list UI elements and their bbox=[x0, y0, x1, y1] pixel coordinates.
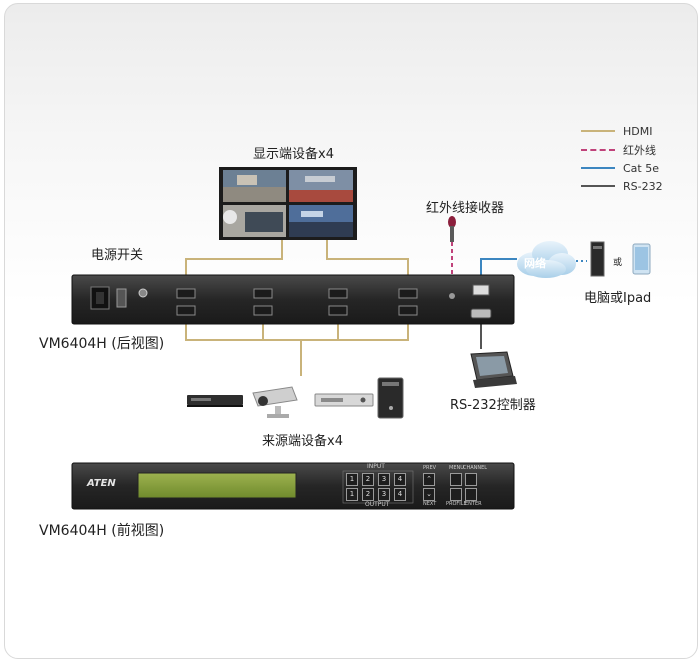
ipad-device bbox=[632, 243, 651, 275]
hdmi-input-lines bbox=[185, 320, 409, 376]
media-player bbox=[314, 393, 374, 407]
pc-source bbox=[377, 377, 404, 419]
channel-label: CHANNEL bbox=[463, 465, 488, 471]
menu-button[interactable] bbox=[450, 473, 462, 486]
connection-diagram bbox=[71, 167, 651, 510]
ir-receiver-device bbox=[448, 216, 456, 242]
legend-hdmi-label: HDMI bbox=[623, 124, 653, 138]
input-button-3[interactable]: 3 bbox=[378, 473, 390, 486]
dvd-player bbox=[187, 395, 243, 407]
ir-port bbox=[449, 293, 455, 299]
rs232-controller-device bbox=[470, 351, 517, 388]
output-button-4[interactable]: 4 bbox=[394, 488, 406, 501]
cat5e-cable-line bbox=[480, 258, 517, 277]
channel-button[interactable] bbox=[465, 473, 477, 486]
legend-cat5e-line bbox=[581, 167, 615, 169]
legend-item-cat5e: Cat 5e bbox=[581, 161, 659, 175]
enter-label: ENTER bbox=[465, 501, 482, 507]
next-button[interactable]: ⌄ bbox=[423, 488, 435, 501]
output-group-label: OUTPUT bbox=[365, 501, 390, 508]
display-devices-label: 显示端设备x4 bbox=[253, 147, 334, 162]
legend-rs232-line bbox=[581, 185, 615, 187]
profile-label: PROFILE bbox=[446, 501, 467, 507]
enter-button[interactable] bbox=[465, 488, 477, 501]
rear-panel bbox=[71, 274, 515, 325]
legend-item-ir: 红外线 bbox=[581, 143, 656, 157]
source-devices bbox=[187, 377, 404, 419]
legend-ir-line bbox=[581, 149, 615, 151]
pc-tower bbox=[590, 241, 605, 277]
profile-button[interactable] bbox=[450, 488, 462, 501]
network-cloud bbox=[517, 241, 576, 278]
diagram-page: HDMI 红外线 Cat 5e RS-232 显示端设备x4 红外线接收器 电源… bbox=[4, 3, 698, 659]
ground-screw bbox=[138, 288, 148, 298]
hdmi-in-port-4 bbox=[398, 305, 418, 316]
pc-or-ipad-label: 电脑或Ipad bbox=[584, 291, 652, 306]
rs232-port bbox=[470, 308, 492, 319]
prev-label: PREV bbox=[423, 465, 437, 471]
hdmi-out-port-4 bbox=[398, 288, 418, 299]
legend-rs232-label: RS-232 bbox=[623, 179, 663, 193]
hdmi-in-port-3 bbox=[328, 305, 348, 316]
hdmi-in-port-1 bbox=[176, 305, 196, 316]
power-switch-rocker bbox=[116, 288, 127, 308]
display-wall bbox=[219, 167, 357, 240]
hdmi-out-port-2 bbox=[253, 288, 273, 299]
power-switch-label: 电源开关 bbox=[91, 248, 144, 263]
legend-cat5e-label: Cat 5e bbox=[623, 161, 659, 175]
source-devices-label: 来源端设备x4 bbox=[262, 434, 343, 449]
output-button-3[interactable]: 3 bbox=[378, 488, 390, 501]
input-button-1[interactable]: 1 bbox=[346, 473, 358, 486]
output-button-1[interactable]: 1 bbox=[346, 488, 358, 501]
legend-item-hdmi: HDMI bbox=[581, 124, 652, 138]
hdmi-out-port-1 bbox=[176, 288, 196, 299]
output-button-2[interactable]: 2 bbox=[362, 488, 374, 501]
chevron-down-icon: ⌄ bbox=[426, 490, 432, 498]
input-button-4[interactable]: 4 bbox=[394, 473, 406, 486]
aten-logo: ATEN bbox=[87, 478, 116, 489]
prev-button[interactable]: ⌃ bbox=[423, 473, 435, 486]
network-label: 网络 bbox=[524, 257, 546, 270]
legend-hdmi-line bbox=[581, 130, 615, 132]
chevron-up-icon: ⌃ bbox=[426, 475, 432, 483]
rs232-controller-label: RS-232控制器 bbox=[450, 398, 536, 413]
front-view-label: VM6404H (前视图) bbox=[39, 523, 165, 539]
next-label: NEXT bbox=[423, 501, 437, 507]
legend-ir-label: 红外线 bbox=[623, 144, 656, 157]
hdmi-output-lines bbox=[185, 237, 409, 275]
input-button-2[interactable]: 2 bbox=[362, 473, 374, 486]
menu-label: MENU bbox=[449, 465, 464, 471]
lcd-display bbox=[137, 472, 297, 499]
or-label: 或 bbox=[613, 258, 623, 268]
security-camera bbox=[252, 386, 298, 418]
input-group-label: INPUT bbox=[367, 463, 385, 470]
ir-receiver-label: 红外线接收器 bbox=[426, 201, 505, 216]
hdmi-out-port-3 bbox=[328, 288, 348, 299]
rear-view-label: VM6404H (后视图) bbox=[39, 336, 165, 352]
legend-item-rs232: RS-232 bbox=[581, 179, 663, 193]
rj45-port bbox=[472, 284, 490, 296]
hdmi-in-port-2 bbox=[253, 305, 273, 316]
